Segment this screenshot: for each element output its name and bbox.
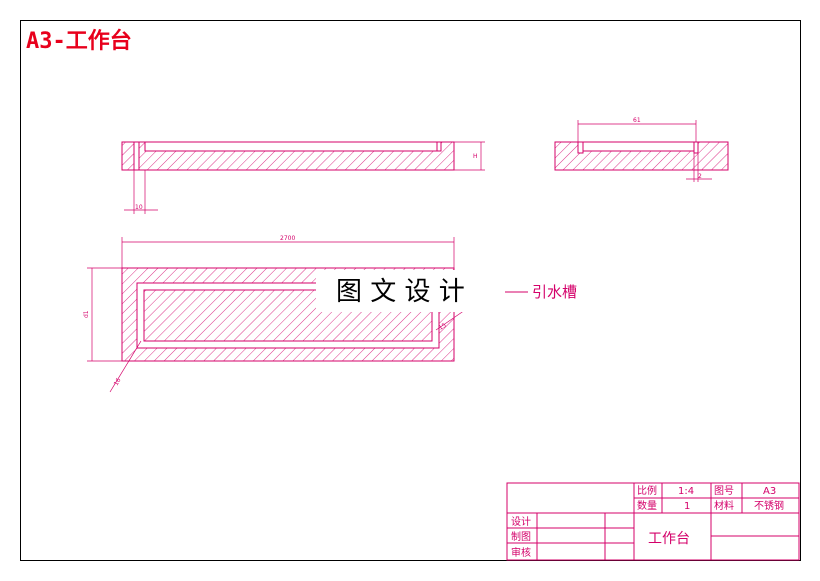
section-view-left: H 10 [121,141,485,214]
drawing-no-label: 图号 [714,485,734,497]
dim-plan-width: 2700 [280,235,295,242]
material-value: 不锈钢 [754,499,784,512]
watermark-text: 图 文 设 计 [336,277,465,307]
plan-view: 2700 d1 16 15 [83,235,469,393]
sheet-border [20,20,801,561]
dim-width-right: 61 [633,117,641,124]
review-label: 审核 [511,546,531,559]
drawing-no-value: A3 [763,486,776,497]
dim-small-right: 2 [698,173,702,180]
section-view-right: 61 2 [554,117,729,182]
design-label: 设计 [511,515,531,528]
quantity-value: 1 [684,501,690,512]
material-label: 材料 [714,499,734,512]
sheet-title: A3-工作台 [26,28,132,54]
part-name: 工作台 [648,531,690,547]
draw-label: 制图 [511,530,531,543]
callout-drain-groove: 引水槽 [532,283,577,301]
scale-value: 1:4 [678,486,694,497]
dim-plan-right: 15 [438,322,448,332]
scale-label: 比例 [637,484,657,497]
dim-bottom-left: 10 [135,204,143,211]
quantity-label: 数量 [637,499,657,512]
dim-plan-diag: 16 [113,377,123,387]
dim-plan-depth: d1 [83,310,90,318]
dim-height-left: H [473,153,478,160]
title-block: 比例 1:4 图号 A3 数量 1 材料 不锈钢 设计 制图 审核 工作台 [506,482,800,561]
